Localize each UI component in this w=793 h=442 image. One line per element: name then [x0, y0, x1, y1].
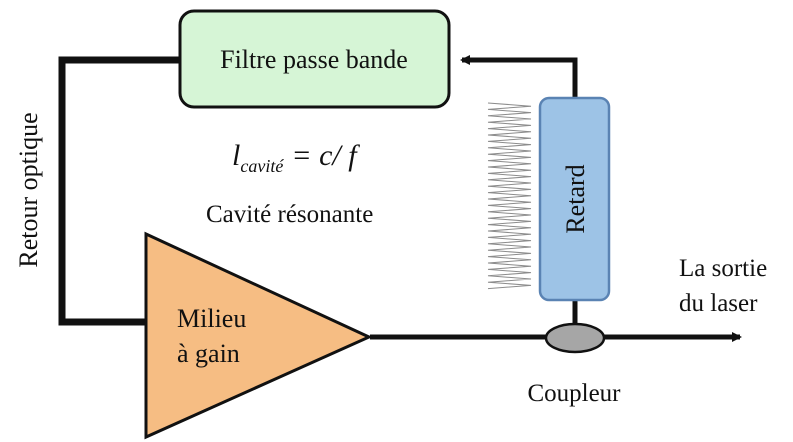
coupler-label: Coupleur — [527, 380, 621, 407]
delay-to-filter-path — [460, 55, 578, 98]
filter-box — [178, 9, 451, 109]
cavity-label: Cavité résonante — [206, 201, 373, 228]
gain-medium — [144, 231, 373, 440]
formula-l: l — [232, 139, 240, 172]
feedback-path — [58, 56, 180, 326]
formula-rhs: = c/ f — [291, 139, 360, 172]
coupler — [544, 322, 606, 354]
cavity-length-formula: lcavité = c/ f — [232, 139, 360, 176]
delay-box — [538, 96, 611, 302]
output-label-line1: La sortie — [679, 255, 767, 282]
filter-label: Filtre passe bande — [220, 45, 408, 74]
gain-label-line1: Milieu — [177, 304, 246, 333]
gain-label-line2: à gain — [177, 339, 240, 368]
formula-sub: cavité — [240, 156, 284, 176]
delay-label: Retard — [561, 164, 590, 233]
output-label-line2: du laser — [679, 290, 758, 317]
delay-coil-wire — [487, 102, 532, 290]
delay-coil — [487, 102, 532, 290]
feedback-label: Retour optique — [14, 112, 43, 267]
